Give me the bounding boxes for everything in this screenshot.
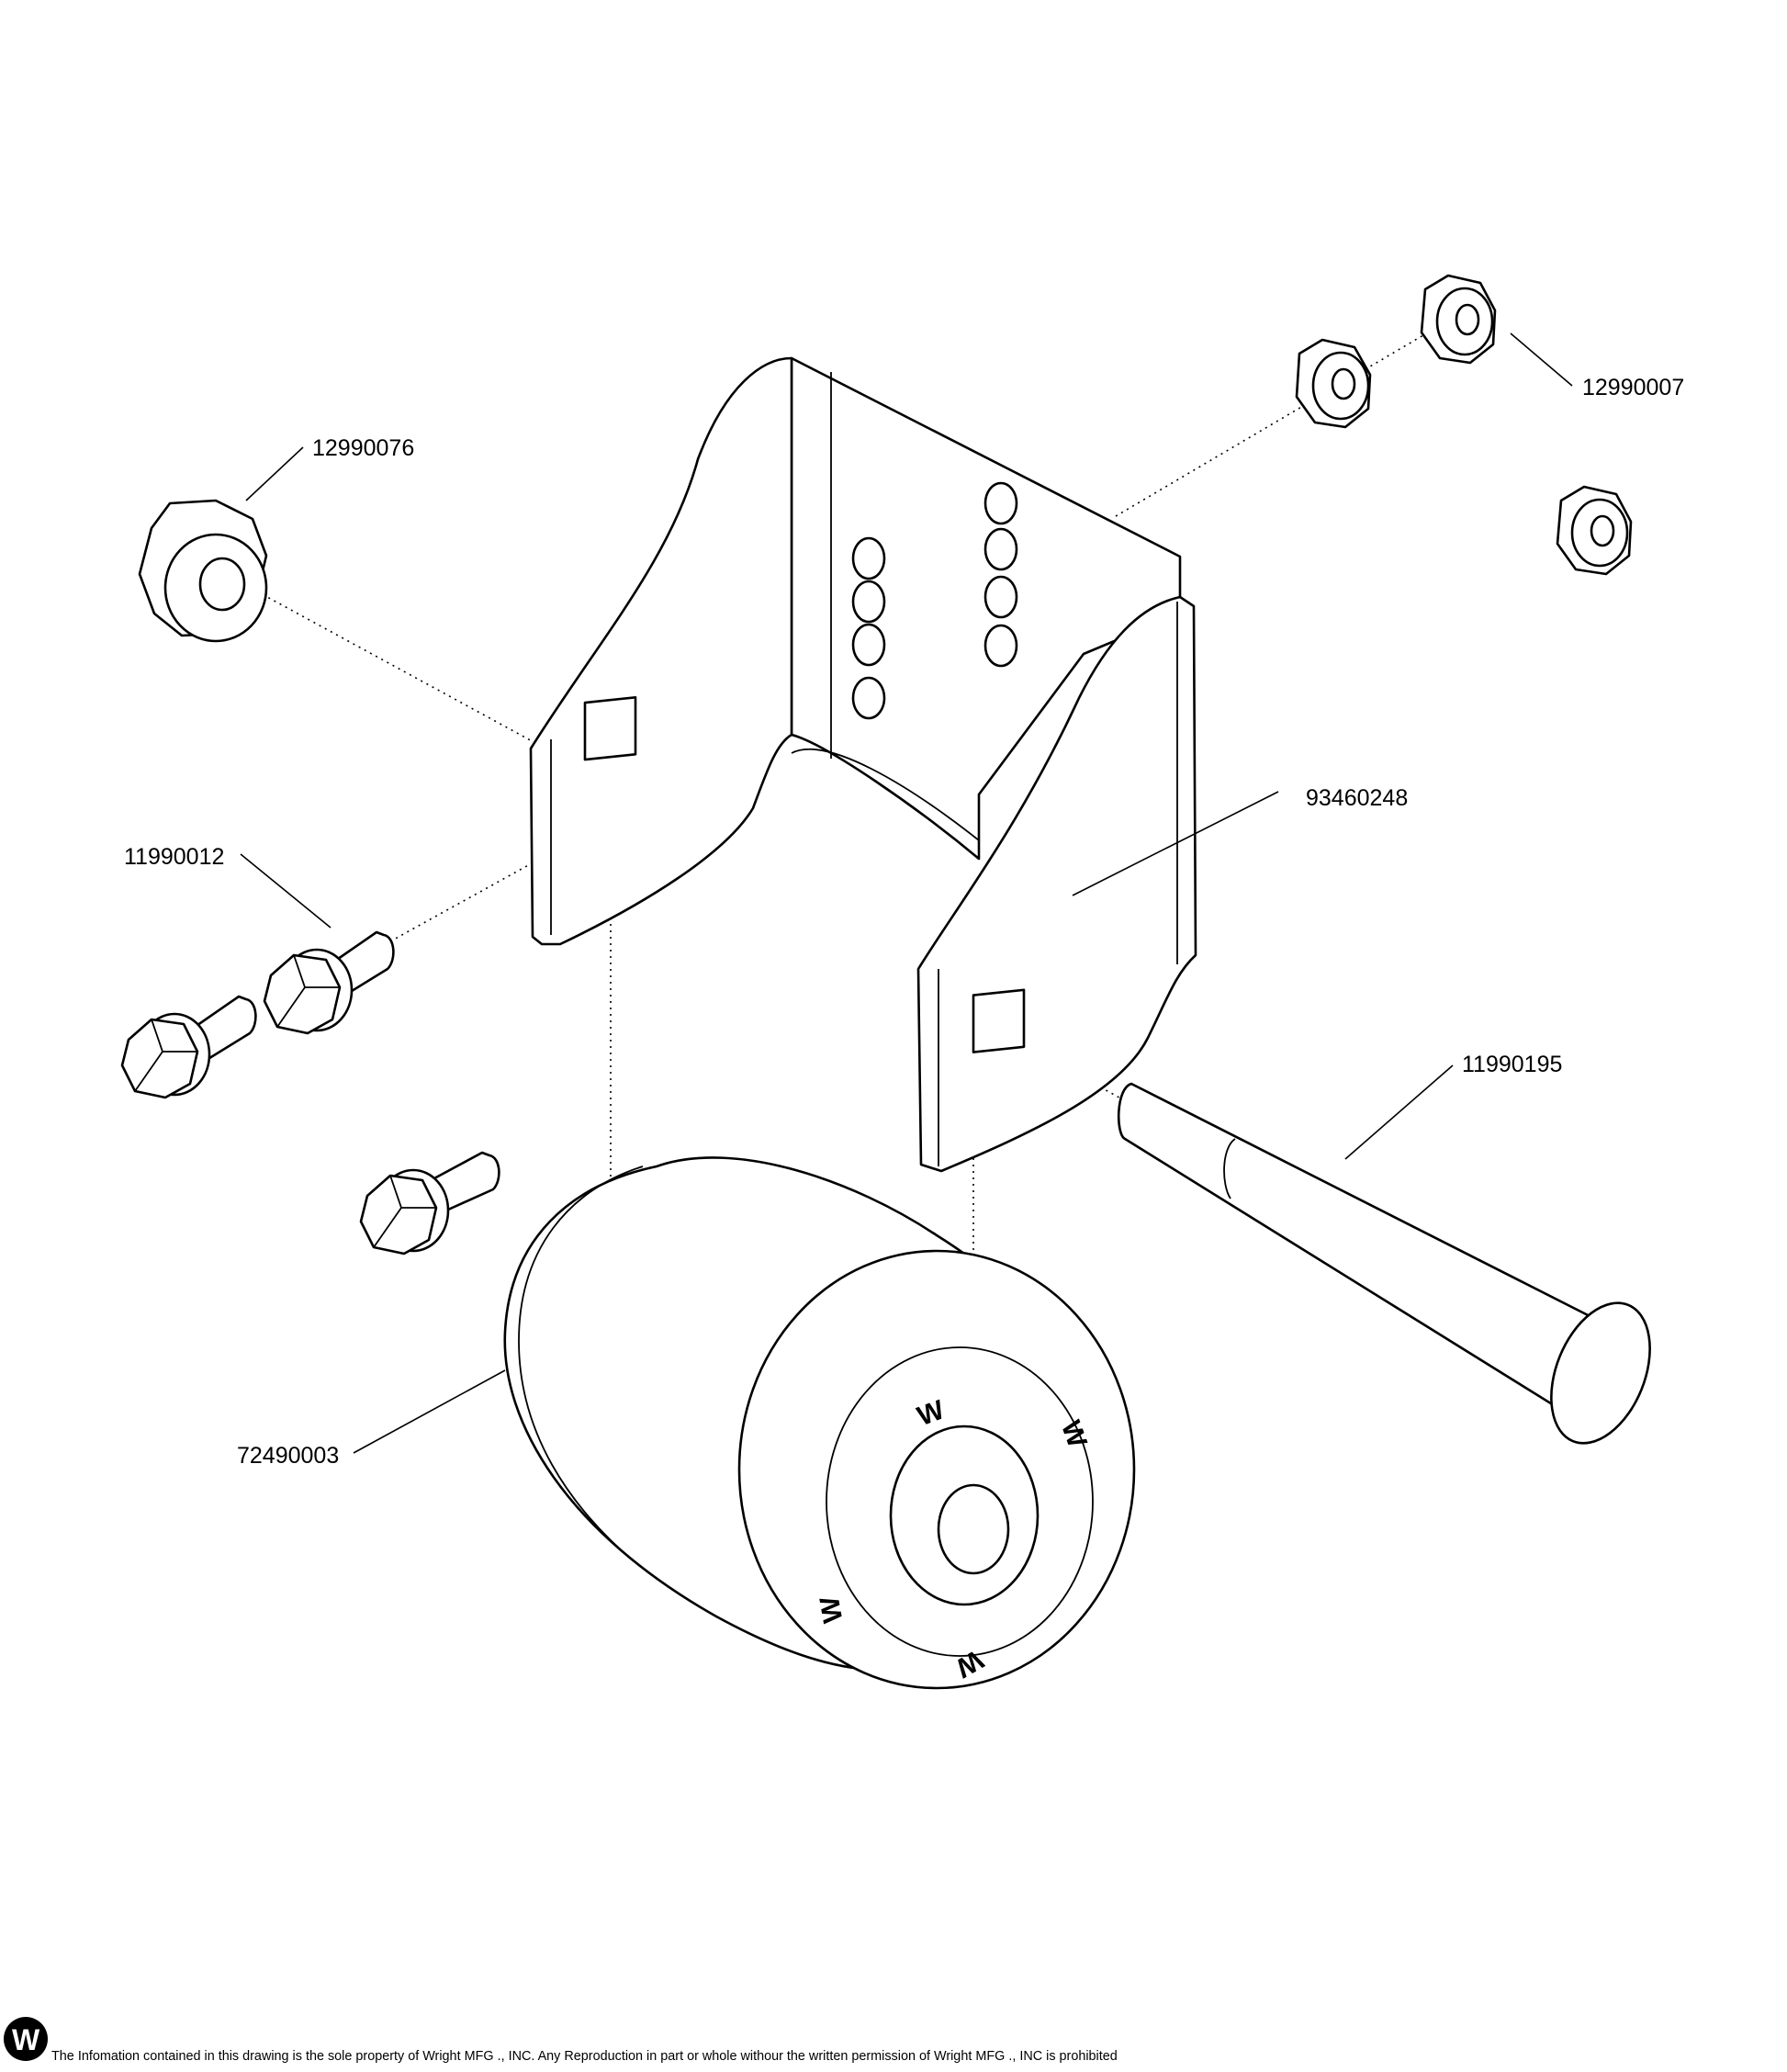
flange-nut-small-c [1556,485,1633,576]
leader-11990195 [1344,1064,1454,1160]
bolt-hex-head [263,953,342,1035]
bolt-hex-edges [276,954,340,1028]
logo-disc [4,2017,48,2061]
bracket-lower-curve [791,748,980,841]
leader-12990007 [1510,332,1573,387]
nut-bore [198,557,246,612]
hole [983,624,1018,668]
hole [851,536,886,580]
hole [983,527,1018,571]
label-93460248: 93460248 [1306,785,1408,811]
caster-wheel: W W W W [503,1156,1136,1690]
axle-bolt [1117,1082,1651,1445]
label-11990012: 11990012 [124,844,224,870]
bolt-hex-edges [373,1175,436,1248]
hole [851,580,886,624]
hole [983,481,1018,525]
bracket [529,356,1197,1173]
label-12990076: 12990076 [312,435,414,461]
wheel-tire-shoulder [518,1166,644,1562]
leader-93460248 [1072,791,1279,896]
label-12990007: 12990007 [1582,375,1684,400]
leader-72490003 [353,1369,506,1454]
axis-line-small-nuts [1115,332,1429,517]
bracket-left-square-slot [583,695,637,761]
leader-12990076 [245,446,304,501]
bracket-back-plate [790,356,1182,861]
bracket-left-leg [529,356,793,946]
wright-logo: W [4,2017,48,2061]
axis-line-large-nut [256,591,589,772]
hole [851,623,886,667]
flange-nut-large [138,499,268,643]
wheel-mark-left: W [815,1593,849,1625]
bolt-hex-head [120,1018,199,1099]
axle-shank [1117,1082,1604,1412]
nut-bore [1455,303,1480,336]
part-labels: 12990076 12990007 93460248 11990012 1199… [124,375,1684,1469]
hole [983,575,1018,619]
bolt-hex-head [359,1174,438,1256]
label-72490003: 72490003 [237,1443,339,1469]
wheel-bore [937,1483,1010,1575]
bracket-adjustment-holes [851,481,1018,720]
wheel-hub-ring [826,1346,1094,1657]
flange-nut-small-a [1295,338,1372,429]
footer-copyright-notice: The Infomation contained in this drawing… [51,2048,1118,2064]
bracket-right-square-slot [972,988,1026,1053]
bolt-hex-edges [134,1019,197,1092]
axle-thread-boundary [1223,1138,1236,1199]
label-11990195: 11990195 [1462,1052,1562,1077]
carriage-bolt-a [263,930,395,1035]
leader-lines [240,332,1573,1454]
nut-bore [1590,514,1615,547]
axle-head [1550,1301,1651,1445]
nut-bore [1331,367,1356,400]
leader-11990012 [240,853,332,929]
hole [851,676,886,720]
flange-nut-small-b [1420,274,1497,365]
carriage-bolt-b [120,995,257,1099]
carriage-bolt-c [359,1151,500,1256]
logo-letter: W [12,2023,40,2056]
